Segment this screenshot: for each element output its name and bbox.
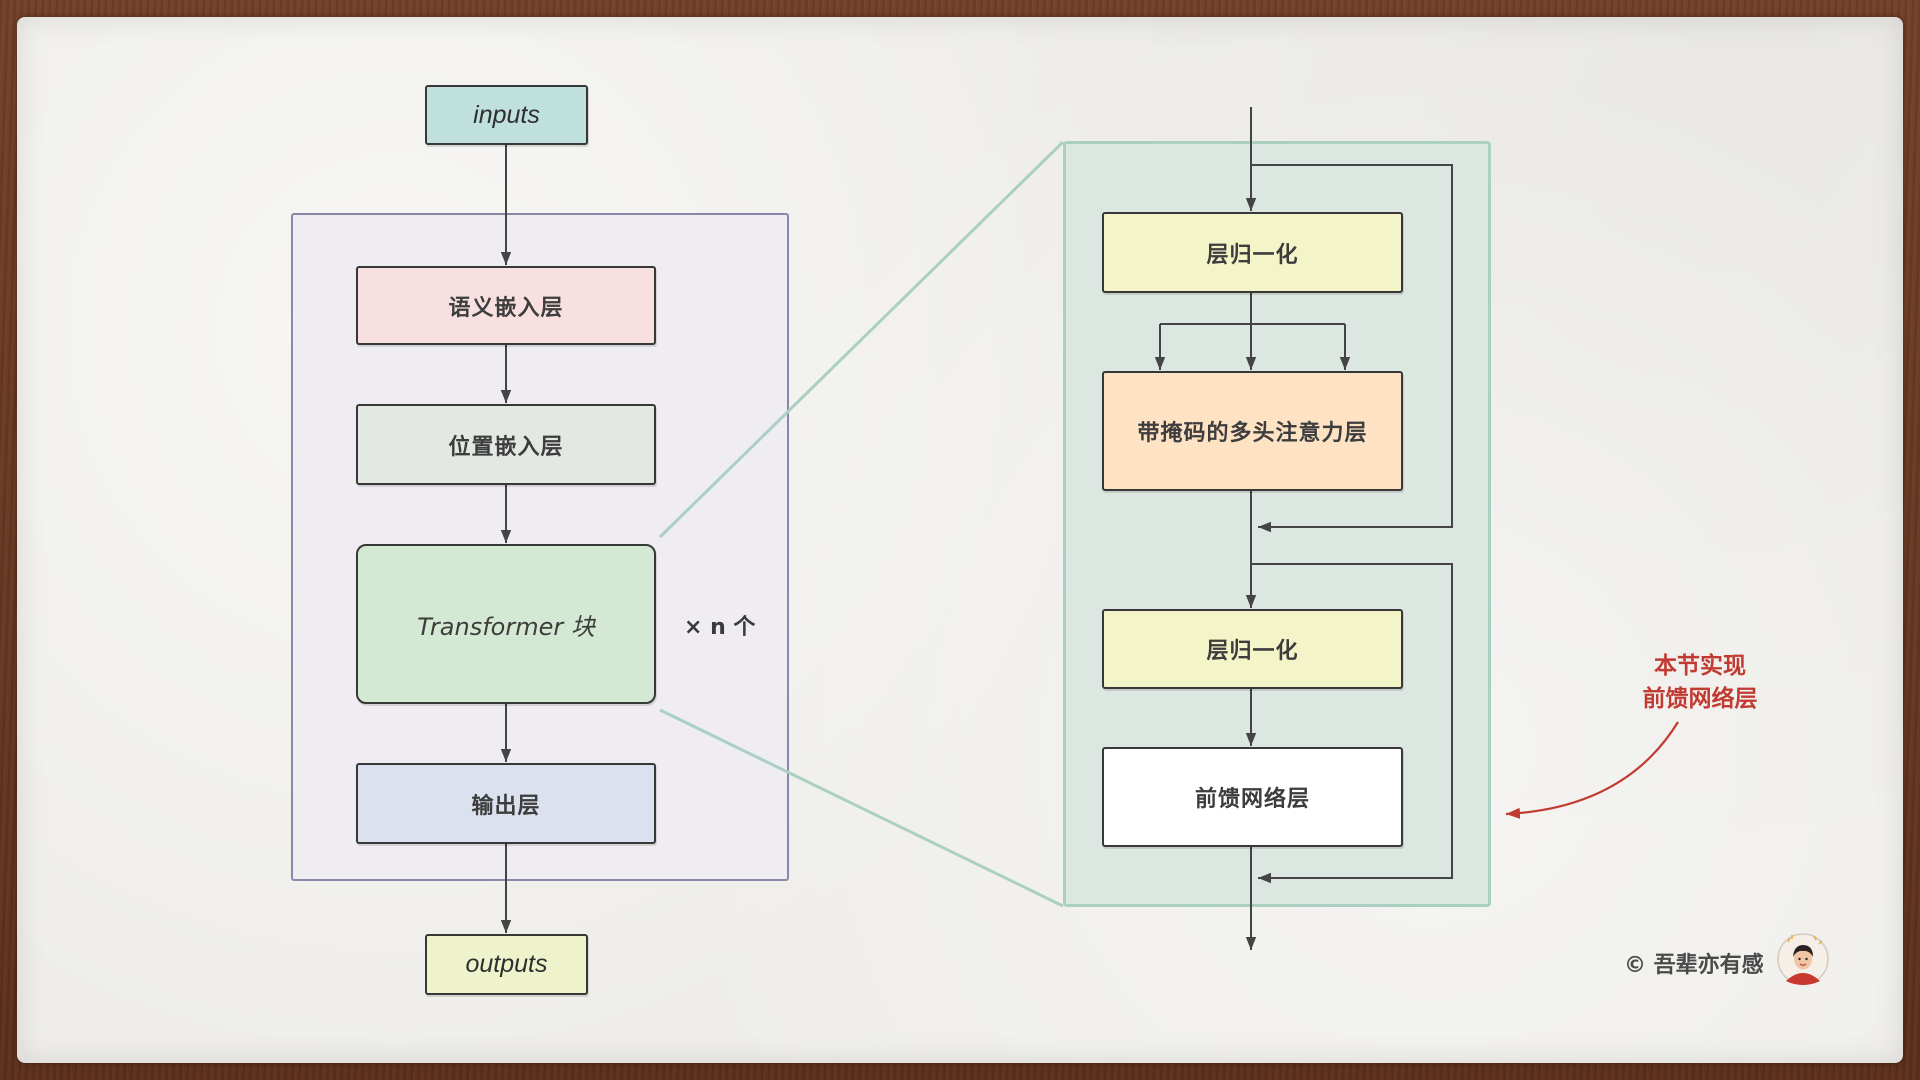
avatar xyxy=(1777,933,1829,985)
output-layer: 输出层 xyxy=(356,763,656,844)
inputs-node: inputs xyxy=(425,85,588,145)
paper-canvas xyxy=(17,17,1903,1063)
layer-norm-2: 层归一化 xyxy=(1102,609,1403,689)
layer-norm-1: 层归一化 xyxy=(1102,212,1403,293)
repeat-count-label: × n 个 xyxy=(684,615,756,640)
semantic-embedding-layer: 语义嵌入层 xyxy=(356,266,656,345)
zoom-line-top xyxy=(658,140,1065,539)
annotation-note: 本节实现 前馈网络层 xyxy=(1610,650,1790,716)
feed-forward-layer: 前馈网络层 xyxy=(1102,747,1403,847)
residual-connection-1 xyxy=(1251,164,1453,533)
zoom-line-bottom xyxy=(659,708,1064,908)
outputs-node: outputs xyxy=(425,934,588,995)
annotation-line-2: 前馈网络层 xyxy=(1642,686,1758,712)
annotation-line-1: 本节实现 xyxy=(1654,653,1746,679)
transformer-block: Transformer 块 xyxy=(356,544,656,704)
masked-multi-head-attention-layer: 带掩码的多头注意力层 xyxy=(1102,371,1403,491)
annotation-arrow xyxy=(1505,721,1679,819)
copyright-credit: © 吾辈亦有感 xyxy=(1624,953,1764,978)
residual-connection-2 xyxy=(1251,563,1453,884)
position-embedding-layer: 位置嵌入层 xyxy=(356,404,656,485)
